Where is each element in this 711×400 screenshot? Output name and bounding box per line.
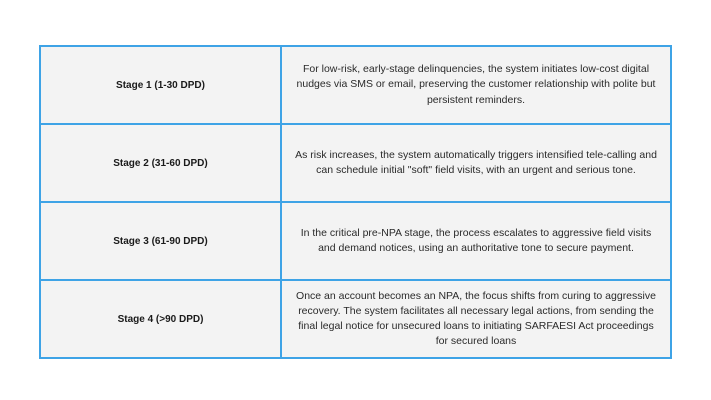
stage-label: Stage 3 (61-90 DPD) bbox=[39, 201, 282, 281]
stage-description: Once an account becomes an NPA, the focu… bbox=[280, 279, 672, 359]
stage-description: As risk increases, the system automatica… bbox=[280, 123, 672, 203]
stage-description: For low-risk, early-stage delinquencies,… bbox=[280, 45, 672, 125]
table-row: Stage 4 (>90 DPD) Once an account become… bbox=[39, 279, 672, 359]
table-row: Stage 2 (31-60 DPD) As risk increases, t… bbox=[39, 123, 672, 203]
stage-label: Stage 4 (>90 DPD) bbox=[39, 279, 282, 359]
stages-table: Stage 1 (1-30 DPD) For low-risk, early-s… bbox=[39, 45, 672, 359]
stage-label: Stage 2 (31-60 DPD) bbox=[39, 123, 282, 203]
table-row: Stage 1 (1-30 DPD) For low-risk, early-s… bbox=[39, 45, 672, 125]
stage-label: Stage 1 (1-30 DPD) bbox=[39, 45, 282, 125]
table-row: Stage 3 (61-90 DPD) In the critical pre-… bbox=[39, 201, 672, 281]
stage-description: In the critical pre-NPA stage, the proce… bbox=[280, 201, 672, 281]
